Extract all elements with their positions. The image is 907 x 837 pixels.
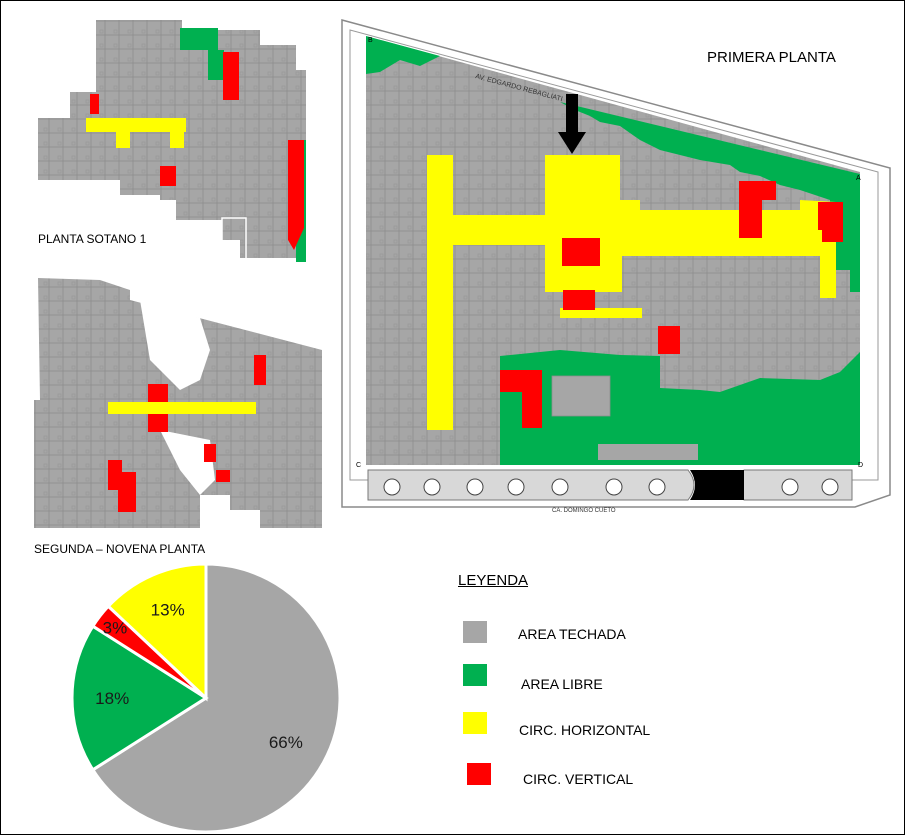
primera-green-topleft <box>366 36 440 74</box>
primera-green-right <box>560 102 860 292</box>
segunda-void-2 <box>160 430 215 495</box>
primera-vertical-3 <box>658 326 680 354</box>
sotano-vertical-3 <box>90 94 99 114</box>
pie-label-libre: 18% <box>95 689 129 708</box>
segunda-vertical-2 <box>254 355 266 385</box>
sotano-vertical-4 <box>160 166 176 186</box>
sotano-vertical-1 <box>223 52 239 100</box>
entrance-arrow-shaft <box>566 94 578 134</box>
primera-vertical-5 <box>818 202 843 242</box>
street-bottom-label: CA. DOMINGO CUETO <box>552 508 616 514</box>
legend-label-vertical: CIRC. VERTICAL <box>523 771 634 787</box>
primera-horizontal-4 <box>560 308 642 318</box>
entrance-arrow-head <box>558 132 586 154</box>
primera-horizontal-2 <box>453 215 553 245</box>
sotano-horizontal-2 <box>116 118 130 148</box>
plan-segunda-novena <box>34 278 322 528</box>
legend-swatch-vertical <box>467 763 491 785</box>
sotano-vertical-2 <box>288 140 304 250</box>
sotano-green-1 <box>180 28 218 50</box>
legend-swatch-libre <box>463 664 487 686</box>
corner-c: C <box>356 462 361 469</box>
primera-vertical-1 <box>562 238 600 266</box>
legend-title: LEYENDA <box>458 572 529 589</box>
segunda-vertical-4 <box>216 470 230 482</box>
segunda-void-1 <box>140 300 210 390</box>
primera-vertical-6 <box>500 370 542 428</box>
pie-slice-horizontal <box>106 562 208 702</box>
label-segunda-novena: SEGUNDA – NOVENA PLANTA <box>34 542 206 556</box>
primera-horizontal-1 <box>427 155 453 430</box>
pie-label-horizontal: 13% <box>151 600 185 619</box>
label-primera-planta: PRIMERA PLANTA <box>707 49 836 66</box>
sotano-green-2 <box>208 50 224 80</box>
sotano-horizontal-3 <box>170 118 184 148</box>
corner-d: D <box>858 462 863 469</box>
legend-swatch-horizontal <box>463 712 487 734</box>
corner-a: A <box>856 175 861 182</box>
segunda-vertical-3 <box>204 444 216 462</box>
plan-sotano-1 <box>38 20 306 263</box>
legend-label-libre: AREA LIBRE <box>521 676 603 692</box>
pie-label-vertical: 3% <box>103 618 128 637</box>
label-planta-sotano: PLANTA SOTANO 1 <box>38 232 147 246</box>
primera-horizontal-3 <box>545 155 836 298</box>
pie-slice-techada <box>90 562 342 834</box>
pie-slice-libre <box>70 624 209 772</box>
legend-label-techada: AREA TECHADA <box>518 626 626 642</box>
primera-vertical-2 <box>563 290 595 310</box>
segunda-horizontal <box>108 402 256 414</box>
segunda-vertical-5 <box>108 460 136 512</box>
pie-label-techada: 66% <box>269 733 303 752</box>
corner-b: B <box>368 37 373 44</box>
plan-primera: AV. EDGARDO REBAGLIATI CA. DOMINGO CUETO… <box>341 19 891 514</box>
legend-label-horizontal: CIRC. HORIZONTAL <box>519 722 651 738</box>
sotano-horizontal-1 <box>86 118 186 132</box>
legend-swatch-techada <box>463 621 487 643</box>
primera-vertical-4 <box>739 181 776 238</box>
